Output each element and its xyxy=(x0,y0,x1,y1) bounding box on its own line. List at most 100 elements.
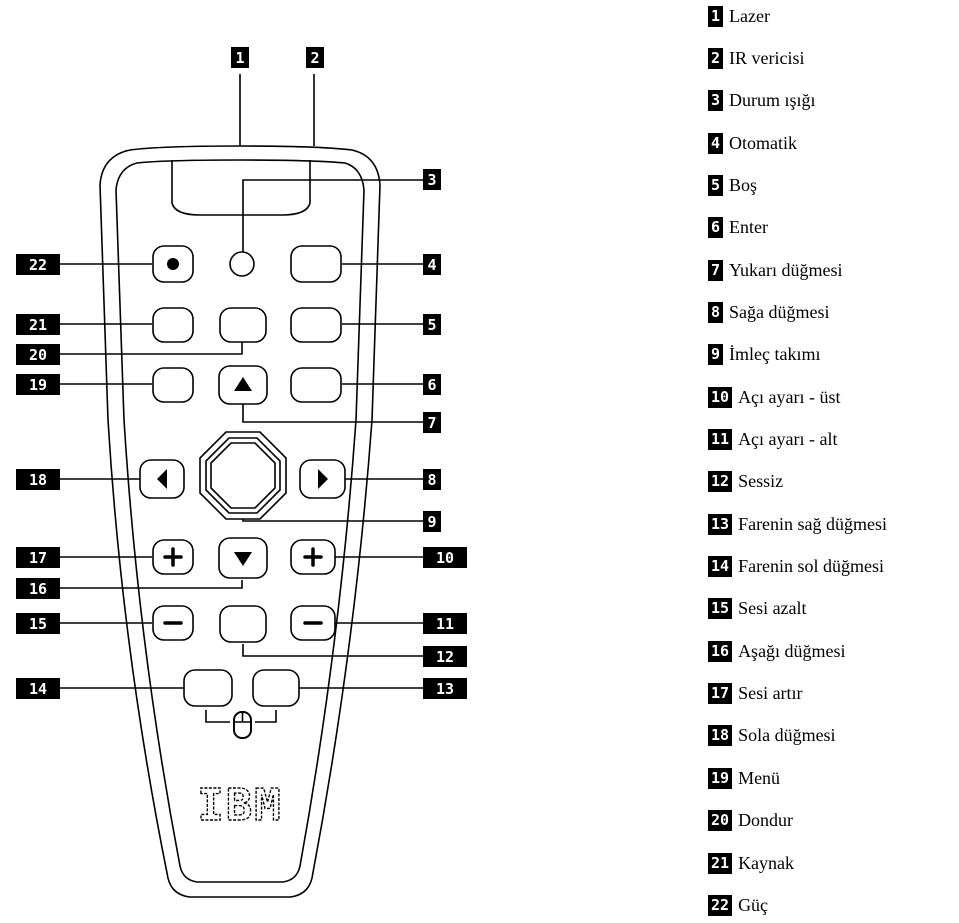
callout-badge xyxy=(423,469,441,490)
callout-number: 19 xyxy=(29,376,47,394)
callout-badge xyxy=(16,344,60,365)
remote-inner-border xyxy=(115,159,365,883)
blank-button xyxy=(290,307,342,343)
callout-badge xyxy=(423,613,467,634)
legend-number-badge: 5 xyxy=(708,174,724,196)
legend-label: Sağa düğmesi xyxy=(729,301,830,322)
legend-label: Farenin sol düğmesi xyxy=(738,556,885,577)
callout-number: 13 xyxy=(436,680,454,698)
callout-number: 6 xyxy=(427,376,436,394)
callout-number: 16 xyxy=(29,580,47,598)
legend-label: Durum ışığı xyxy=(729,90,816,111)
legend-label: Sesi azalt xyxy=(738,598,807,619)
callout-badge xyxy=(231,47,249,68)
callout-badge xyxy=(16,254,60,275)
legend-label: Lazer xyxy=(729,5,770,26)
legend-label: Güç xyxy=(738,894,769,915)
legend-label: Farenin sağ düğmesi xyxy=(738,513,888,534)
legend-label: Otomatik xyxy=(729,132,798,153)
callout-number: 14 xyxy=(29,680,47,698)
legend-number-badge: 11 xyxy=(708,429,733,450)
legend-number-badge: 21 xyxy=(708,852,733,874)
sensor-window xyxy=(171,160,311,216)
legend-number-badge: 10 xyxy=(708,386,733,408)
down-triangle-icon xyxy=(234,552,252,566)
callout-badge xyxy=(423,511,441,532)
callout-number: 21 xyxy=(29,316,47,334)
legend-number-badge: 22 xyxy=(708,894,733,916)
callout-badge xyxy=(423,678,467,699)
callout-number: 7 xyxy=(427,414,436,432)
legend-label: Sesi artır xyxy=(738,683,803,704)
callout-number: 1 xyxy=(235,49,244,67)
callout-badge xyxy=(423,547,467,568)
callout-badge xyxy=(16,613,60,634)
ibm-logo: IBM xyxy=(197,780,282,831)
callout-number: 3 xyxy=(427,171,436,189)
legend-label: Boş xyxy=(729,174,758,195)
remote-body xyxy=(99,145,381,898)
legend-label: Açı ayarı - üst xyxy=(738,386,841,407)
callout-badge xyxy=(16,678,60,699)
left-triangle-icon xyxy=(157,469,167,489)
legend-number-badge: 12 xyxy=(708,471,733,493)
legend-label: Dondur xyxy=(738,810,794,831)
plus-icon xyxy=(303,547,323,567)
legend-number-badge: 19 xyxy=(708,767,733,789)
callout-number: 17 xyxy=(29,549,47,567)
cursor-pad xyxy=(210,442,276,509)
callout-number: 9 xyxy=(427,513,436,531)
callout-badge xyxy=(16,374,60,395)
legend-number-badge: 20 xyxy=(708,810,733,832)
callout-badge xyxy=(16,547,60,568)
legend-number-badge: 14 xyxy=(708,556,733,578)
legend-label: Kaynak xyxy=(738,852,795,873)
callout-badge xyxy=(423,314,441,335)
callout-number: 11 xyxy=(436,615,454,633)
freeze-button xyxy=(219,307,267,343)
callout-badge xyxy=(423,169,441,190)
up-triangle-icon xyxy=(234,377,252,391)
legend-label: IR vericisi xyxy=(729,47,805,68)
callout-number: 15 xyxy=(29,615,47,633)
legend-label: Sessiz xyxy=(738,471,784,492)
legend-label: İmleç takımı xyxy=(729,344,821,365)
callout-badge xyxy=(423,254,441,275)
legend-number-badge: 18 xyxy=(708,725,733,747)
status-light xyxy=(229,251,255,277)
mouse-icon xyxy=(205,710,277,739)
mute-button xyxy=(219,605,267,643)
legend-number-badge: 17 xyxy=(708,683,733,705)
legend-number-badge: 16 xyxy=(708,640,733,662)
legend-label: Sola düğmesi xyxy=(738,725,836,746)
callout-badge xyxy=(423,646,467,667)
callout-number: 4 xyxy=(427,256,436,274)
callout-number: 20 xyxy=(29,346,47,364)
callout-badge xyxy=(423,412,441,433)
plus-icon xyxy=(163,547,183,567)
legend-number-badge: 2 xyxy=(708,47,724,69)
legend-number-badge: 9 xyxy=(708,344,724,366)
callout-badge xyxy=(16,469,60,490)
callout-badge xyxy=(423,374,441,395)
legend-number-badge: 15 xyxy=(708,598,733,620)
